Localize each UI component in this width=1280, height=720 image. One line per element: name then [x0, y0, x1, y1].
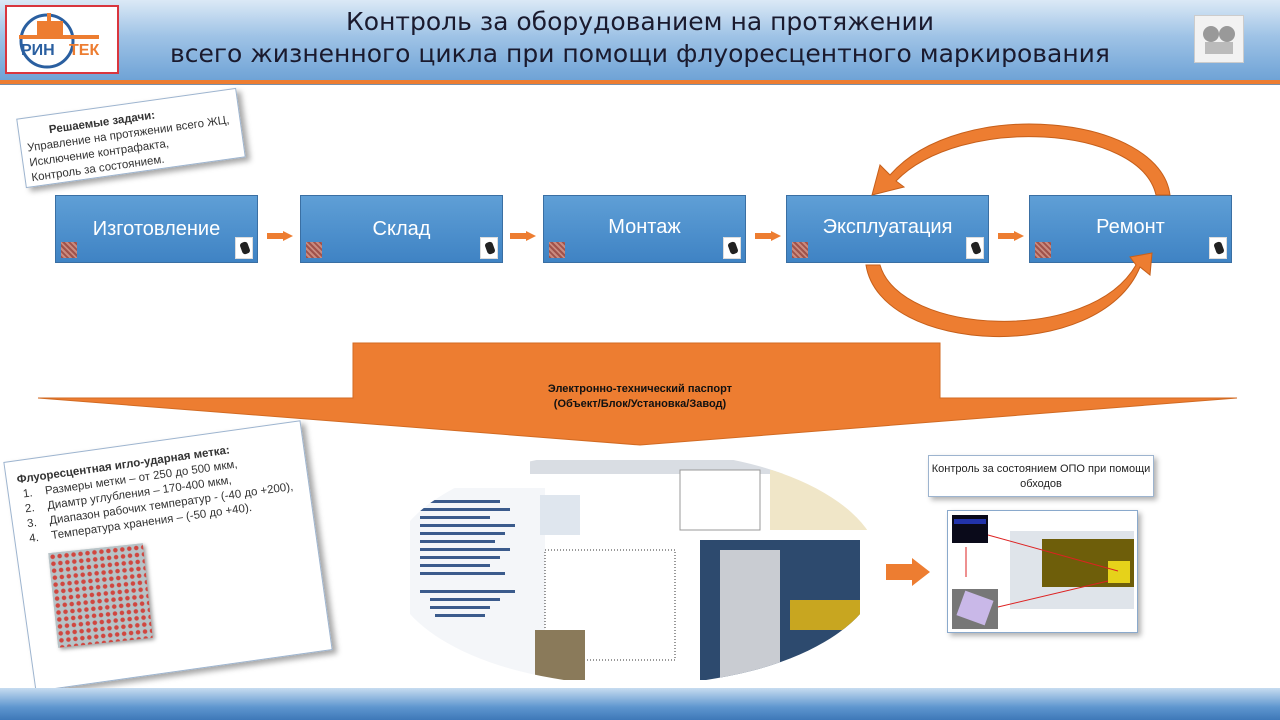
step-manufacturing: Изготовление: [55, 195, 258, 263]
svg-text:ТЕК: ТЕК: [69, 42, 99, 59]
scanner-icon: [235, 237, 253, 259]
repair-cycle-arrows: [865, 123, 1171, 338]
header-divider: [0, 80, 1280, 85]
marker-tag-icon: [1035, 242, 1051, 258]
scanner-icon: [966, 237, 984, 259]
page-title: Контроль за оборудованием на протяжении …: [160, 6, 1120, 70]
tasks-note: Решаемые задачи: Управление на протяжени…: [16, 87, 246, 189]
flow-arrow-icon: [510, 231, 536, 241]
svg-text:РИН: РИН: [21, 42, 55, 59]
partner-logo: [1194, 15, 1244, 63]
footer-bar: [0, 688, 1280, 720]
fluorescent-marker-image: [48, 543, 153, 648]
step-label: Изготовление: [92, 218, 221, 240]
inspection-callout: Контроль за состоянием ОПО при помощи об…: [928, 455, 1154, 497]
inspection-image: [947, 510, 1138, 633]
passport-arrow: [37, 342, 1238, 446]
passport-subtitle: (Объект/Блок/Установка/Завод): [553, 398, 727, 410]
marker-tag-icon: [792, 242, 808, 258]
result-arrow-icon: [886, 558, 930, 586]
flow-arrow-icon: [267, 231, 293, 241]
header-banner: [0, 0, 1280, 80]
flow-arrow-icon: [755, 231, 781, 241]
step-label: Ремонт: [1096, 216, 1165, 238]
passport-label: Электронно-технический паспорт (Объект/Б…: [480, 382, 800, 412]
company-logo: РИН ТЕК: [5, 5, 119, 74]
marker-tag-icon: [61, 242, 77, 258]
step-label: Монтаж: [608, 216, 681, 238]
scanner-icon: [723, 237, 741, 259]
scanner-icon: [480, 237, 498, 259]
step-warehouse: Склад: [300, 195, 503, 263]
title-line-2: всего жизненного цикла при помощи флуоре…: [170, 39, 1110, 68]
marker-tag-icon: [549, 242, 565, 258]
step-repair: Ремонт: [1029, 195, 1232, 263]
step-installation: Монтаж: [543, 195, 746, 263]
passport-software-screenshot: [390, 450, 880, 685]
title-line-1: Контроль за оборудованием на протяжении: [346, 7, 934, 36]
passport-title: Электронно-технический паспорт: [547, 383, 733, 395]
step-label: Склад: [372, 218, 431, 240]
flow-arrow-icon: [998, 231, 1024, 241]
marker-tag-icon: [306, 242, 322, 258]
step-operation: Эксплуатация: [786, 195, 989, 263]
step-label: Эксплуатация: [822, 216, 953, 238]
scanner-icon: [1209, 237, 1227, 259]
